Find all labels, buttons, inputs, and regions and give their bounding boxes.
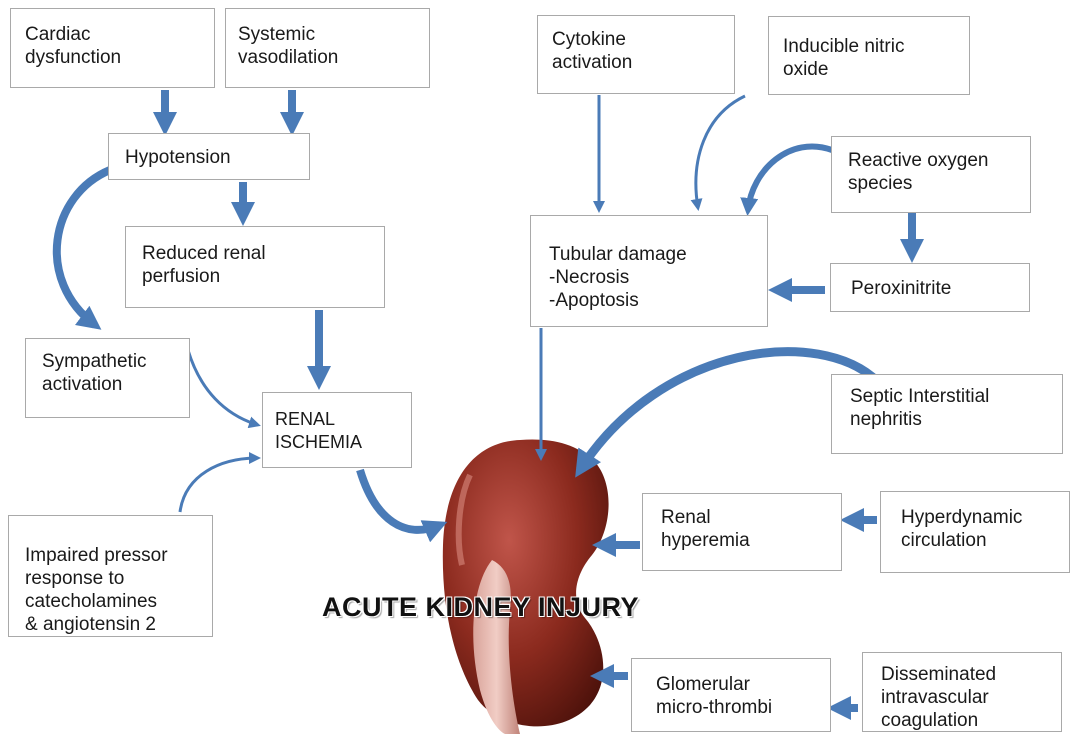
arrow-hypotension-to-sympathetic [57, 170, 110, 325]
arrow-impaired-to-ischemia [180, 458, 258, 512]
box-renal-hyperemia: Renal hyperemia [642, 493, 842, 571]
box-sympathetic-activation: Sympathetic activation [25, 338, 190, 418]
box-inducible-nitric-oxide: Inducible nitric oxide [768, 16, 970, 95]
box-reactive-oxygen-species: Reactive oxygen species [831, 136, 1031, 213]
box-reduced-renal-perfusion: Reduced renal perfusion [125, 226, 385, 308]
box-renal-ischemia: RENAL ISCHEMIA [262, 392, 412, 468]
box-hypotension: Hypotension [108, 133, 310, 180]
arrow-sympathetic-to-ischemia [188, 350, 258, 425]
arrow-nitric-to-tubular [696, 96, 745, 208]
box-glomerular-microthrombi: Glomerular micro-thrombi [631, 658, 831, 732]
box-systemic-vasodilation: Systemic vasodilation [225, 8, 430, 88]
box-hyperdynamic-circulation: Hyperdynamic circulation [880, 491, 1070, 573]
diagram-title: ACUTE KIDNEY INJURY [322, 592, 639, 623]
arrow-ischemia-to-kidney [360, 470, 440, 530]
arrow-ros-to-tubular [748, 146, 832, 210]
box-disseminated-coagulation: Disseminated intravascular coagulation [862, 652, 1062, 732]
box-peroxinitrite: Peroxinitrite [830, 263, 1030, 312]
box-cardiac-dysfunction: Cardiac dysfunction [10, 8, 215, 88]
box-septic-interstitial-nephritis: Septic Interstitial nephritis [831, 374, 1063, 454]
box-tubular-damage: Tubular damage -Necrosis -Apoptosis [530, 215, 768, 327]
box-cytokine-activation: Cytokine activation [537, 15, 735, 94]
box-impaired-pressor: Impaired pressor response to catecholami… [8, 515, 213, 637]
